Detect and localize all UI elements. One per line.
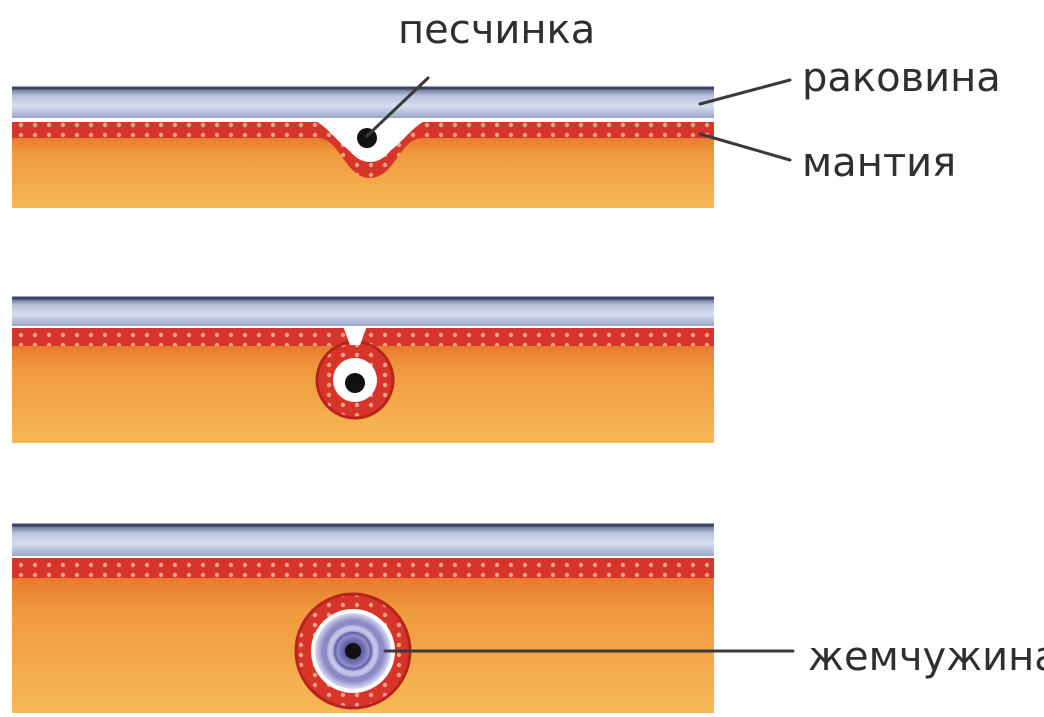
stage-3 [12,525,714,713]
shell-layer-stage-3 [12,525,714,556]
sand-grain-stage-3 [345,643,361,659]
pearl-label: жемчужина [808,637,1044,677]
sand-grain-stage-2 [345,373,365,393]
shell-layer-stage-1 [12,88,714,118]
mantle-band-stage-3 [12,558,714,578]
stage-1 [12,88,714,208]
shell-layer-stage-2 [12,298,714,326]
mantle-label: мантия [802,143,956,183]
shell-label: раковина [802,58,1001,98]
stage-2 [12,298,714,443]
grain-label: песчинка [398,10,595,50]
